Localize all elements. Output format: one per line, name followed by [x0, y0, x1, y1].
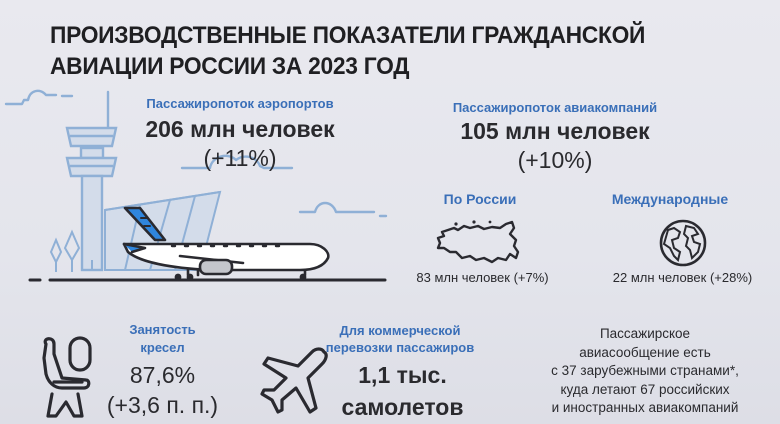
airport-illustration-icon	[4, 89, 388, 282]
airlines-value: 105 млн человек	[460, 118, 650, 144]
airports-change: (+11%)	[203, 145, 277, 171]
international-value: 22 млн человек (+28%)	[612, 270, 753, 285]
airports-label: Пассажиропоток аэропортов	[146, 96, 334, 111]
fleet-value-2: самолетов	[341, 394, 464, 420]
fleet-label-1: Для коммерческой	[339, 323, 461, 338]
seat-occupancy-label-2: кресел	[140, 340, 185, 355]
service-line-5: и иностранных авиакомпаний	[551, 400, 739, 415]
russia-map-icon	[436, 220, 520, 264]
seat-occupancy-value: 87,6%	[129, 362, 196, 388]
service-line-1: Пассажирское	[599, 326, 691, 341]
fleet-label-2: перевозки пассажиров	[325, 340, 475, 355]
seat-occupancy-change: (+3,6 п. п.)	[106, 392, 219, 418]
title-line-1: ПРОИЗВОДСТВЕННЫЕ ПОКАЗАТЕЛИ ГРАЖДАНСКОЙ	[50, 22, 646, 49]
domestic-value: 83 млн человек (+7%)	[416, 270, 549, 285]
airports-value: 206 млн человек	[145, 116, 335, 142]
airlines-label: Пассажиропоток авиакомпаний	[452, 100, 658, 115]
airlines-change: (+10%)	[517, 147, 593, 173]
title-line-2: АВИАЦИИ РОССИИ ЗА 2023 ГОД	[50, 53, 410, 80]
international-service-text: Пассажирское авиасообщение есть с 37 зар…	[520, 325, 770, 418]
seat-icon	[42, 336, 92, 418]
seat-occupancy-label-1: Занятость	[129, 322, 196, 337]
globe-icon	[659, 219, 707, 267]
service-line-3: с 37 зарубежными странами*,	[551, 363, 739, 378]
international-label: Международные	[611, 191, 729, 207]
airplane-icon	[260, 347, 328, 414]
service-line-4: куда летают 67 российских	[560, 381, 730, 397]
page-title: ПРОИЗВОДСТВЕННЫЕ ПОКАЗАТЕЛИ ГРАЖДАНСКОЙ …	[50, 20, 692, 82]
service-line-2: авиасообщение есть	[579, 344, 711, 360]
fleet-value-1: 1,1 тыс.	[358, 362, 447, 388]
domestic-label: По России	[443, 191, 517, 207]
